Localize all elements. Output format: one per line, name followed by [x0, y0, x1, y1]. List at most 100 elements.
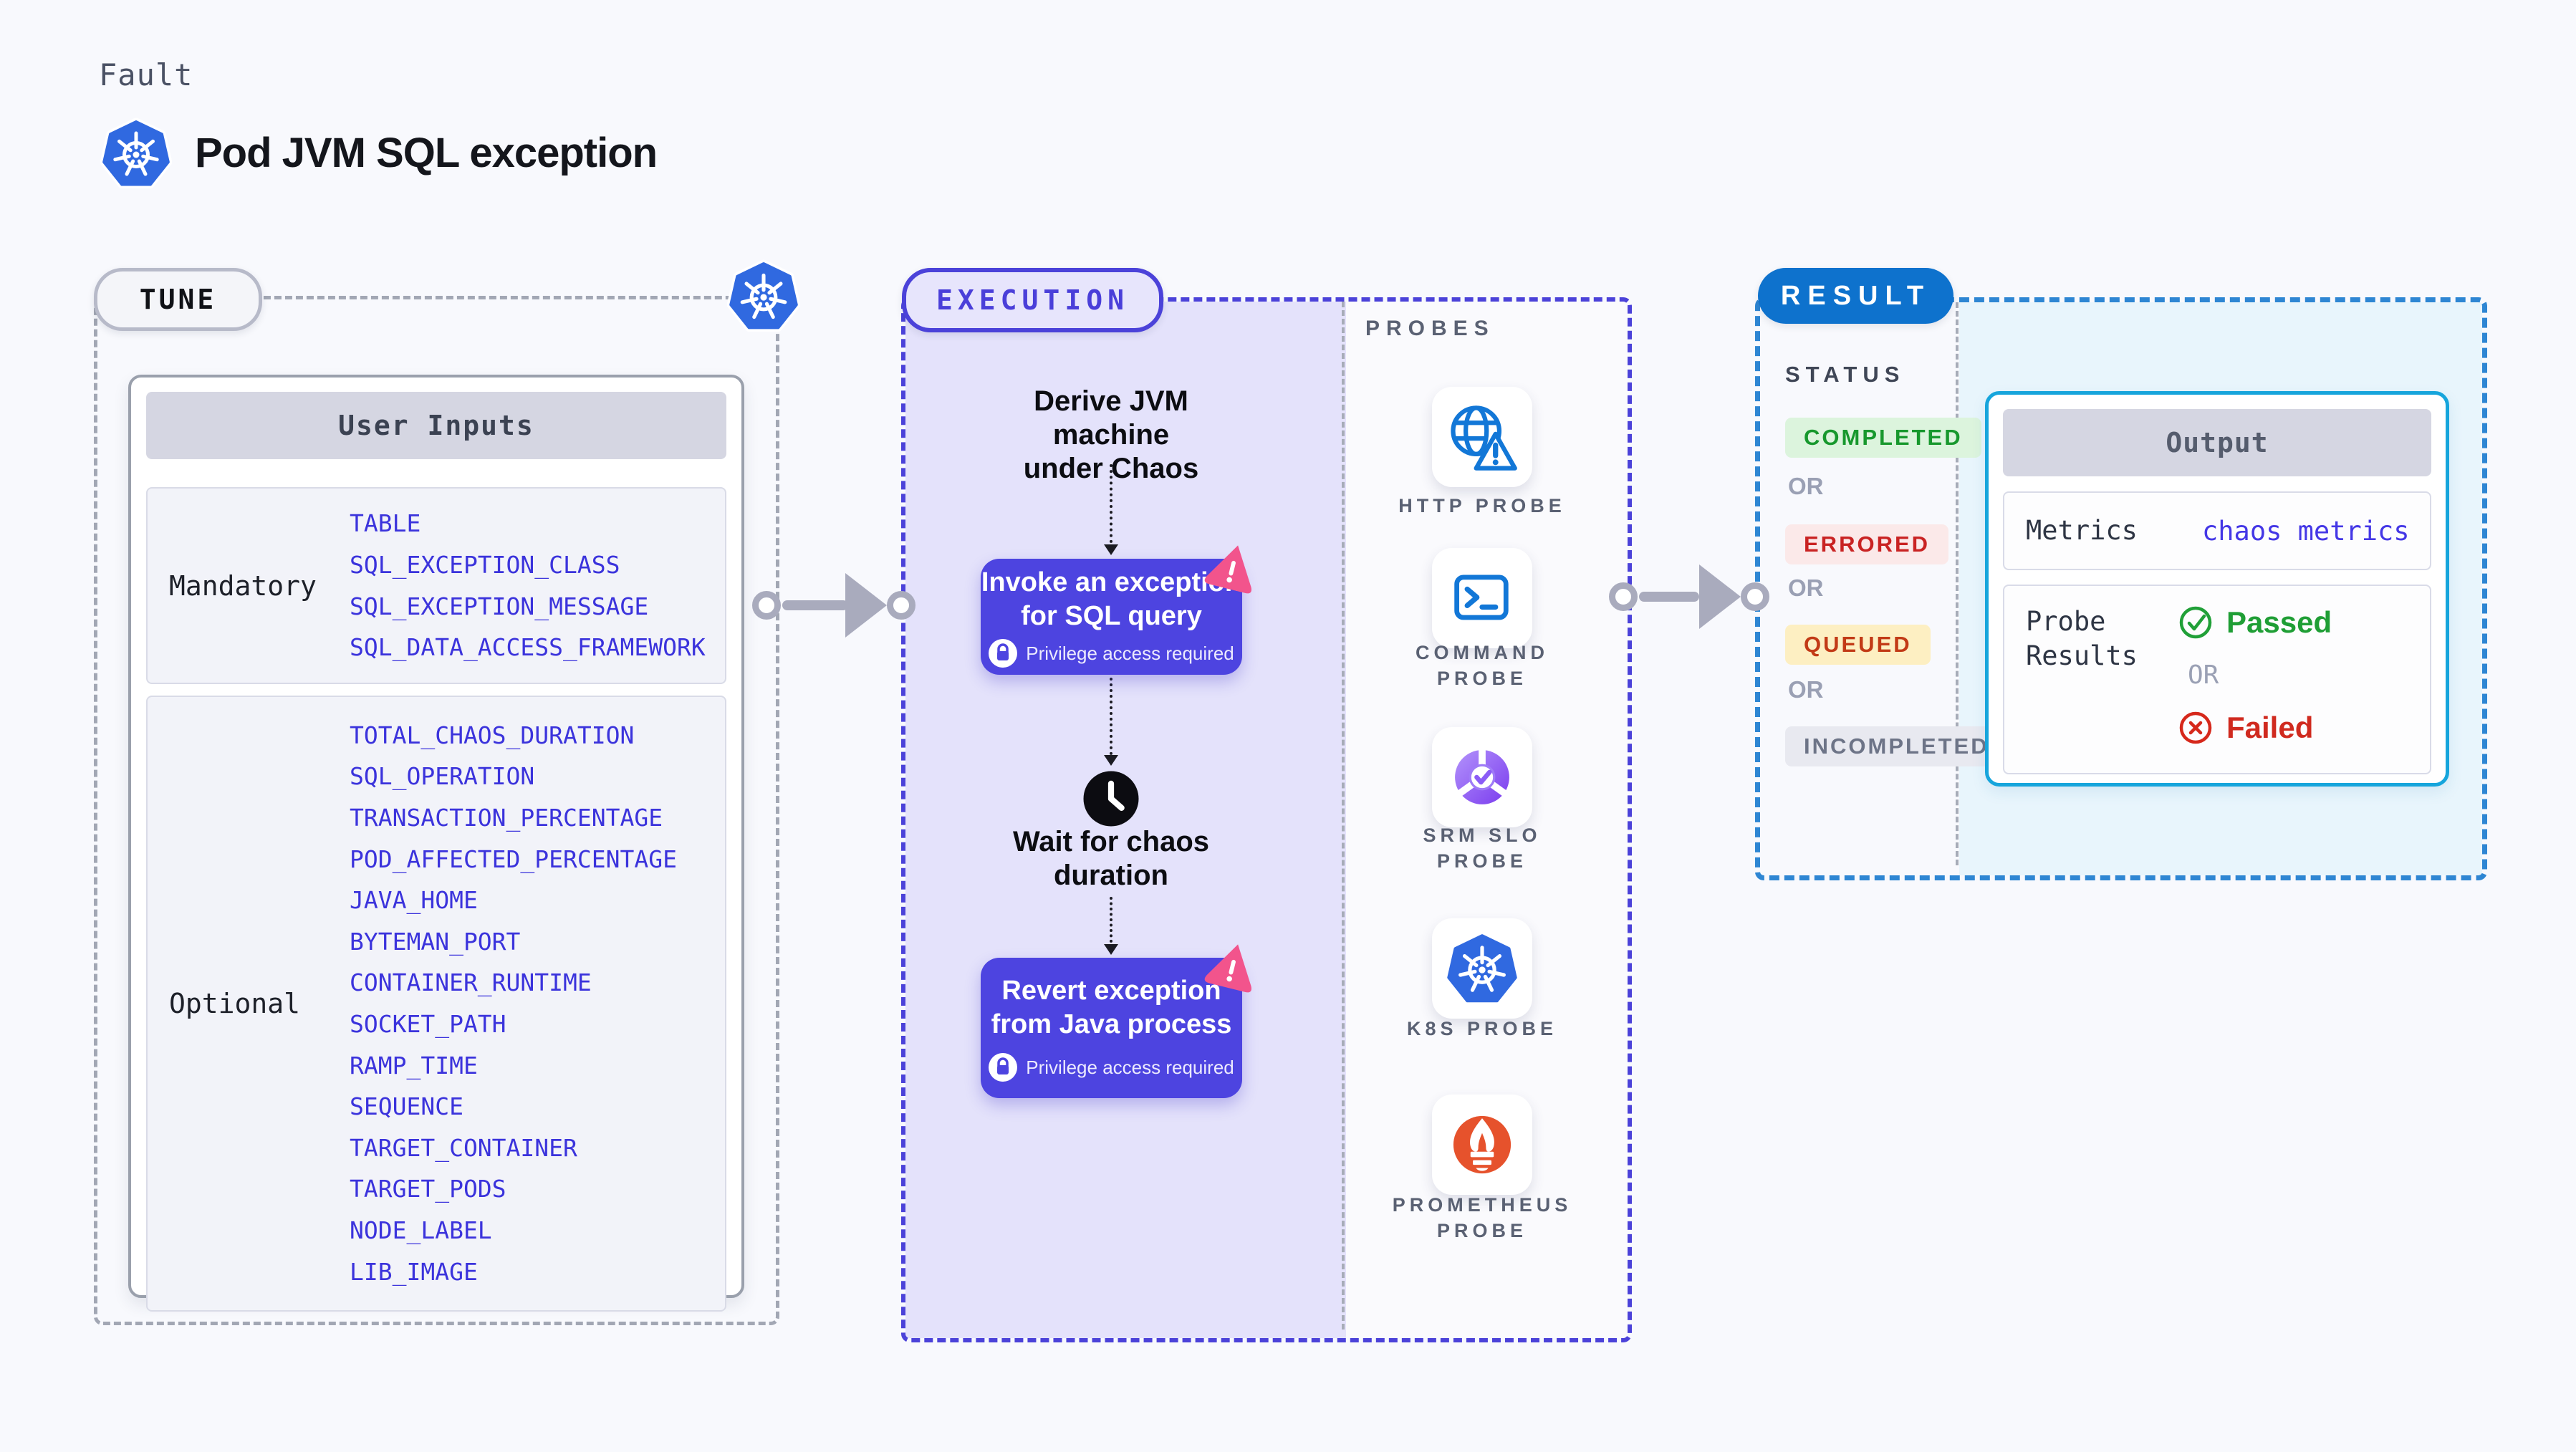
privilege-note-text: Privilege access required	[1026, 642, 1234, 664]
derive-line2: under Chaos	[1023, 453, 1199, 484]
wait-line2: duration	[1054, 860, 1168, 891]
status-badge-errored: ERRORED	[1785, 524, 1949, 564]
srm-slo-probe-tile	[1432, 727, 1532, 827]
command-probe-icon	[1454, 574, 1509, 620]
mandatory-env-list: TABLE SQL_EXCEPTION_CLASS SQL_EXCEPTION_ME…	[350, 503, 725, 668]
litmus-chaos-icon	[1202, 539, 1262, 599]
connector-dot	[1741, 582, 1769, 611]
env-var: JAVA_HOME	[350, 886, 478, 915]
privilege-note: Privilege access required	[989, 639, 1234, 668]
prometheus-probe-icon	[1453, 1115, 1512, 1174]
srm-slo-probe-icon	[1455, 746, 1509, 804]
env-var: TRANSACTION_PERCENTAGE	[350, 804, 663, 832]
env-var: BYTEMAN_PORT	[350, 927, 521, 956]
env-var: SQL_EXCEPTION_MESSAGE	[350, 592, 649, 620]
flow-arrow-head-icon	[1699, 564, 1741, 629]
env-var: SEQUENCE	[350, 1092, 463, 1121]
flow-arrow-head-icon	[845, 573, 887, 638]
k8s-probe-tile	[1432, 918, 1532, 1019]
revert-line1: Revert exception	[1001, 976, 1221, 1006]
derive-line1: Derive JVM machine	[1034, 385, 1188, 451]
revert-line2: from Java process	[991, 1009, 1232, 1039]
status-output-divider	[1956, 302, 1959, 865]
command-probe-label: COMMAND PROBE	[1416, 642, 1549, 689]
probes-divider	[1342, 302, 1345, 1330]
prometheus-probe-label: PROMETHEUS PROBE	[1392, 1194, 1572, 1241]
http-probe-tile	[1432, 387, 1532, 487]
failed-row: Failed	[2178, 710, 2332, 746]
revert-exception-step: Revert exception from Java process Privi…	[981, 958, 1242, 1098]
probe-results-label: Probe Results	[2026, 606, 2138, 671]
execution-pill-label: EXECUTION	[936, 284, 1129, 316]
x-circle-icon	[2179, 711, 2212, 744]
connector-dot	[752, 591, 781, 620]
kubernetes-icon	[100, 117, 172, 189]
env-var: TARGET_PODS	[350, 1175, 506, 1203]
env-var: NODE_LABEL	[350, 1216, 492, 1244]
or-separator: OR	[1788, 676, 1824, 703]
metrics-row: Metrics chaos metrics	[2003, 491, 2431, 570]
flow-arrow	[782, 600, 848, 610]
invoke-line1: Invoke an exception	[981, 567, 1242, 597]
probe-results-values: Passed OR Failed	[2178, 605, 2332, 746]
clock-icon	[1080, 767, 1143, 830]
prometheus-probe-tile	[1432, 1095, 1532, 1195]
wait-line1: Wait for chaos	[1012, 826, 1210, 857]
failed-text: Failed	[2226, 711, 2314, 744]
invoke-exception-step: Invoke an exception for SQL query Privil…	[981, 559, 1242, 675]
env-var: LIB_IMAGE	[350, 1257, 478, 1286]
env-var: TABLE	[350, 509, 421, 538]
env-var: TARGET_CONTAINER	[350, 1133, 577, 1162]
user-inputs-title: User Inputs	[338, 410, 534, 441]
metrics-value: chaos metrics	[2202, 515, 2410, 547]
probe-results-row: Probe Results Passed OR Faile	[2003, 585, 2431, 774]
tune-pill-label: TUNE	[139, 284, 217, 315]
or-separator: OR	[1788, 574, 1824, 601]
lock-icon	[989, 639, 1018, 668]
wait-step-text: Wait for chaos duration	[981, 825, 1241, 893]
execution-pill: EXECUTION	[902, 268, 1163, 332]
privilege-note-text: Privilege access required	[1026, 1056, 1234, 1078]
probes-heading: PROBES	[1365, 317, 1495, 340]
privilege-note: Privilege access required	[989, 1053, 1234, 1082]
connector-dot	[1609, 582, 1638, 611]
command-probe-tile	[1432, 548, 1532, 648]
page-title: Pod JVM SQL exception	[195, 130, 658, 176]
or-separator: OR	[2188, 660, 2219, 690]
k8s-probe-label: K8S PROBE	[1406, 1018, 1558, 1039]
step-connector	[1110, 897, 1112, 943]
invoke-line2: for SQL query	[1021, 601, 1202, 631]
srm-slo-probe-label: SRM SLO PROBE	[1423, 824, 1542, 872]
http-probe-label: HTTP PROBE	[1398, 495, 1566, 516]
flow-arrow	[1639, 592, 1699, 602]
status-badge-queued: QUEUED	[1785, 625, 1931, 665]
step-connector-arrow-icon	[1104, 544, 1118, 555]
env-var: SOCKET_PATH	[350, 1010, 506, 1038]
env-var: POD_AFFECTED_PERCENTAGE	[350, 845, 677, 873]
or-separator: OR	[1788, 473, 1824, 499]
env-var: SQL_OPERATION	[350, 762, 535, 791]
passed-text: Passed	[2226, 605, 2332, 639]
env-var: SQL_EXCEPTION_CLASS	[350, 550, 620, 579]
output-header: Output	[2003, 409, 2431, 476]
step-connector	[1110, 464, 1112, 543]
result-pill: RESULT	[1758, 268, 1953, 324]
k8s-probe-icon	[1445, 931, 1519, 1006]
result-pill-label: RESULT	[1780, 280, 1931, 311]
status-badge-completed: COMPLETED	[1785, 418, 1981, 458]
status-badge-incompleted: INCOMPLETED	[1785, 726, 2008, 766]
kubernetes-icon	[727, 259, 800, 332]
passed-row: Passed	[2178, 605, 2332, 640]
metrics-label: Metrics	[2026, 515, 2138, 546]
status-heading: STATUS	[1785, 362, 1905, 387]
env-var: SQL_DATA_ACCESS_FRAMEWORK	[350, 633, 706, 662]
tune-pill: TUNE	[94, 268, 262, 331]
derive-step-text: Derive JVM machine under Chaos	[981, 385, 1241, 486]
step-connector-arrow-icon	[1104, 755, 1118, 766]
env-var: CONTAINER_RUNTIME	[350, 968, 592, 997]
litmus-chaos-icon	[1202, 938, 1262, 998]
